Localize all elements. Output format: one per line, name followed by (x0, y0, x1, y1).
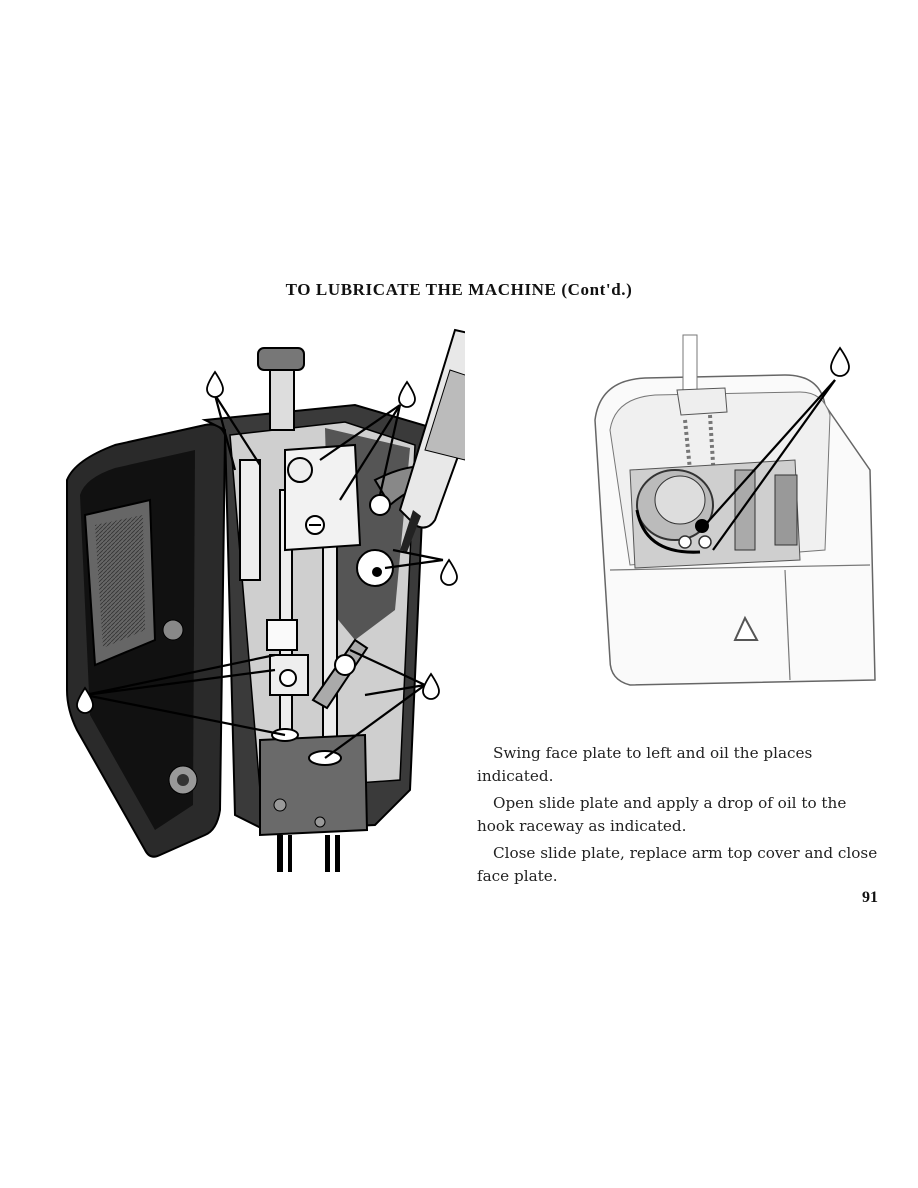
oil-drop-icon (830, 346, 850, 377)
instruction-paragraph: Swing face plate to left and oil the pla… (477, 744, 813, 785)
machine-head-illustration (66, 328, 465, 872)
oil-drop-icon (398, 380, 416, 408)
oil-drop-icon (440, 558, 458, 586)
feed-dog-and-foot (676, 334, 728, 501)
face-plate (66, 423, 227, 858)
oil-can (398, 328, 465, 552)
page-number: 91 (862, 889, 878, 906)
machine-body (201, 347, 447, 872)
hook-raceway-illustration (594, 334, 876, 686)
instruction-paragraph: Open slide plate and apply a drop of oil… (477, 794, 847, 835)
oil-drop-icon (76, 686, 94, 714)
instructions: Swing face plate to left and oil the pla… (477, 742, 885, 892)
page-title: TO LUBRICATE THE MACHINE (Cont'd.) (285, 280, 633, 299)
oil-drop-icon (422, 672, 440, 700)
oil-point-arrows (84, 394, 444, 759)
instruction-paragraph: Close slide plate, replace arm top cover… (477, 844, 878, 885)
oil-drop-icon-group (76, 370, 458, 714)
oil-drop-icon (206, 370, 224, 398)
oil-point-arrows (704, 379, 836, 551)
